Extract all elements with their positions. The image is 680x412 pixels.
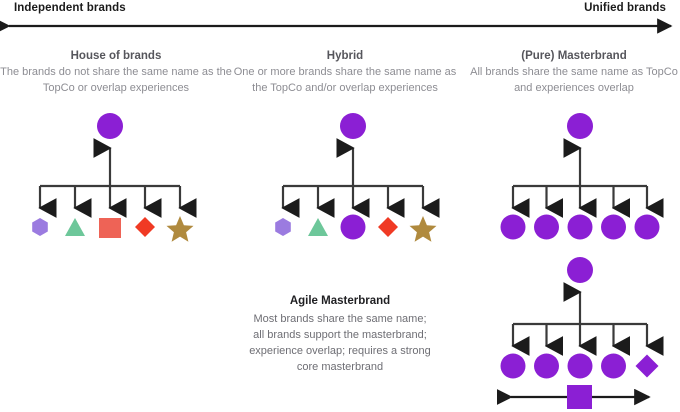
column-header-pure-masterbrand: (Pure) Masterbrand All brands share the … [468, 50, 680, 96]
brand-node-circle [634, 214, 660, 240]
agile-description-line-1: Most brands share the same name; [253, 313, 427, 325]
topco-node [340, 113, 366, 139]
topco-node [97, 113, 123, 139]
column-header-house-of-brands: House of brands The brands do not share … [0, 50, 232, 96]
brand-node-circle [601, 353, 626, 379]
brand-node-circle [340, 214, 366, 240]
diagram-agile-masterbrand [497, 257, 664, 409]
brand-node-circle [500, 214, 526, 240]
brand-node-circle [601, 214, 626, 240]
brand-node-circle [534, 353, 559, 379]
agile-masterbrand-caption: Agile Masterbrand Most brands share the … [210, 295, 470, 375]
brand-node-diamond [378, 217, 398, 237]
topco-node [567, 257, 593, 283]
diagram-hybrid [275, 113, 440, 242]
core-masterbrand-node [567, 385, 592, 409]
column-description: One or more brands share the same name a… [233, 66, 457, 94]
brand-node-triangle [308, 218, 328, 236]
column-title: Hybrid [326, 50, 364, 62]
agile-description-line-4: core masterbrand [296, 361, 384, 373]
column-description: All brands share the same name as TopCo … [470, 66, 678, 94]
diagram-pure-masterbrand [500, 113, 664, 240]
brand-node-square [99, 218, 121, 238]
agile-description-line-2: all brands support the masterbrand; [253, 329, 427, 341]
axis-label-unified: Unified brands [584, 2, 666, 14]
brand-node-triangle [65, 218, 85, 236]
brand-node-circle [567, 214, 593, 240]
column-header-hybrid: Hybrid One or more brands share the same… [228, 50, 462, 96]
agile-description-line-3: experience overlap; requires a strong [249, 345, 431, 357]
column-title: (Pure) Masterbrand [521, 50, 627, 62]
brand-node-circle [567, 353, 593, 379]
brand-node-star [409, 216, 437, 242]
brand-node-circle [534, 214, 559, 240]
brand-node-diamond [135, 217, 155, 237]
brand-node-hexagon [32, 218, 48, 236]
column-description: The brands do not share the same name as… [0, 66, 232, 94]
brand-node-star [166, 216, 194, 242]
column-title: House of brands [70, 50, 162, 62]
brand-node-circle [500, 353, 526, 379]
agile-title: Agile Masterbrand [289, 295, 391, 307]
brand-node-diamond [635, 354, 659, 378]
axis-label-independent: Independent brands [14, 2, 126, 14]
brand-node-hexagon [275, 218, 291, 236]
spectrum-axis-arrow [0, 18, 673, 34]
diagram-house-of-brands [32, 113, 197, 242]
topco-node [567, 113, 593, 139]
